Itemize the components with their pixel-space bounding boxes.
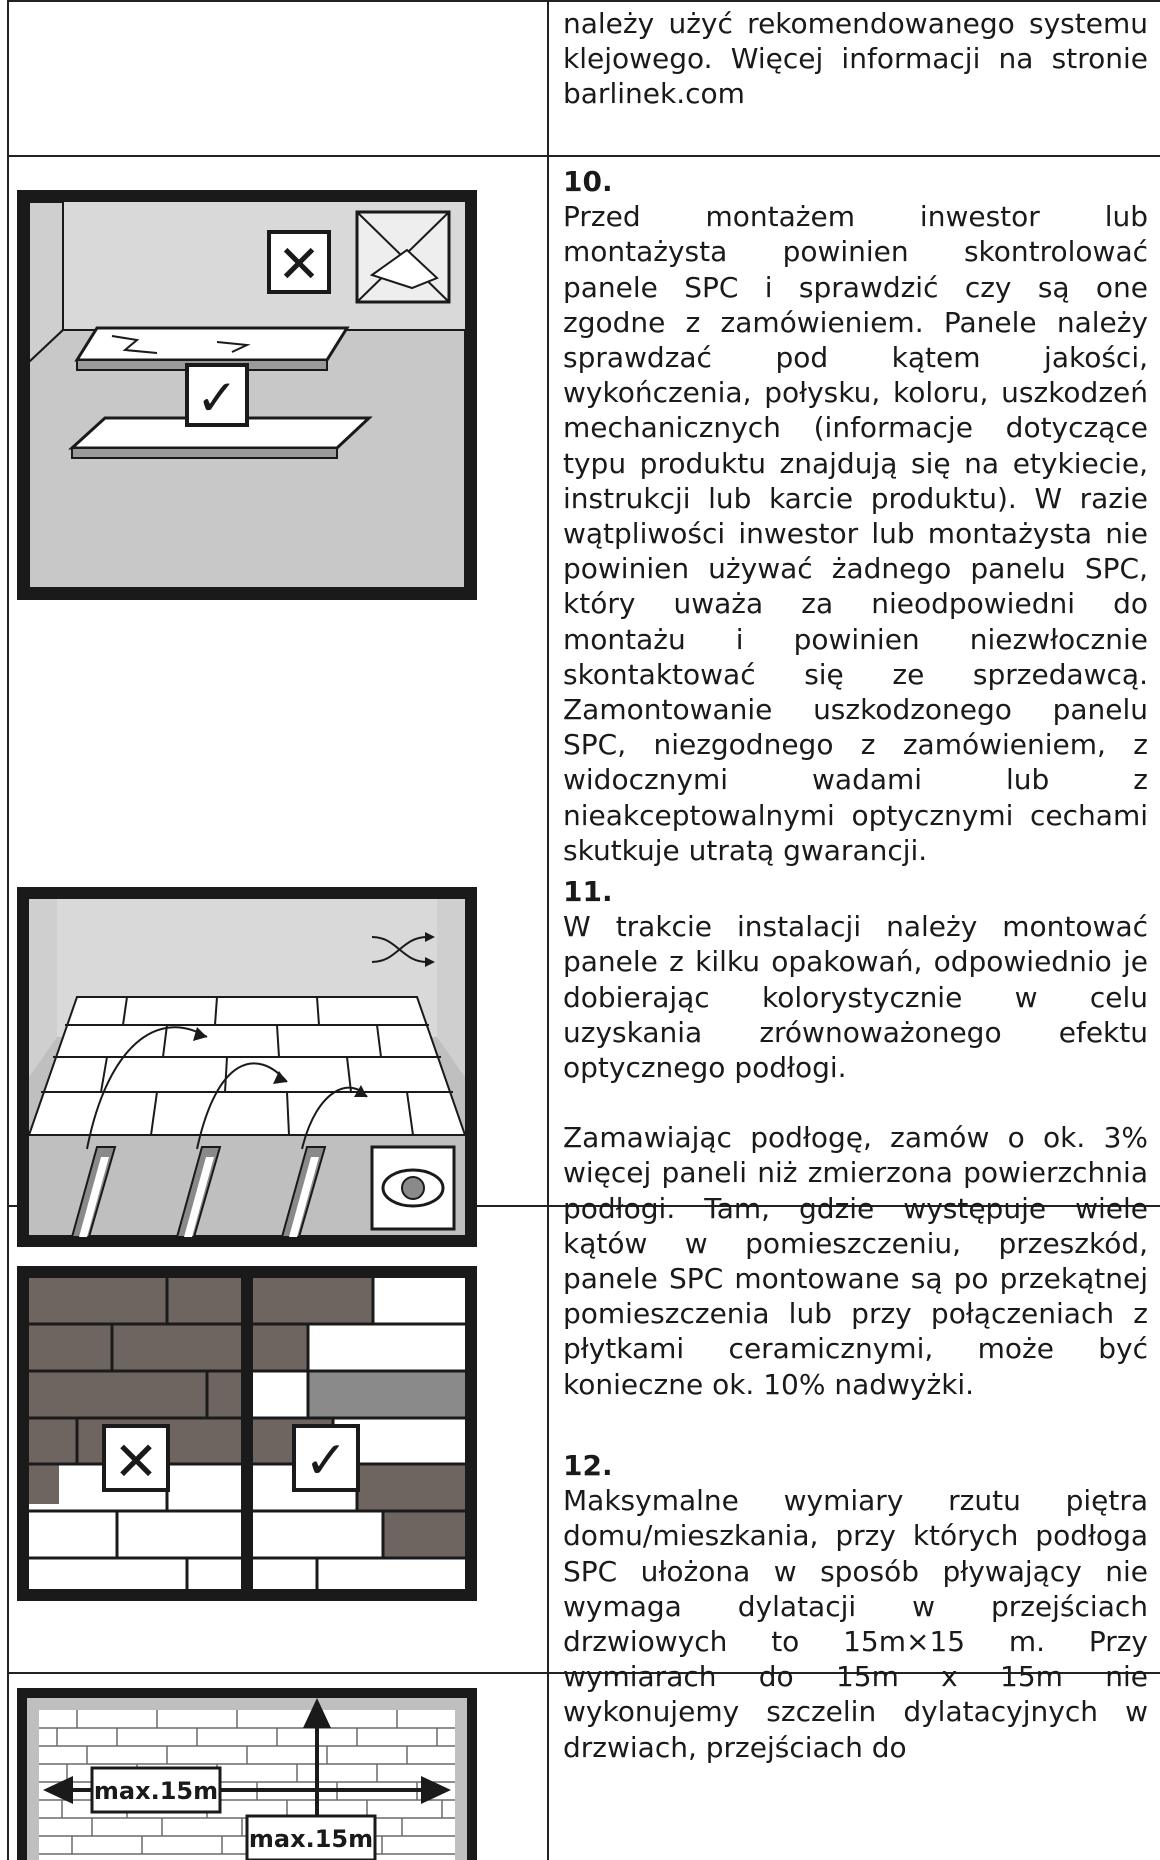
table-row-step-11 [7, 1207, 1160, 1674]
step-10-text: 10. Przed montażem inwestor lub montażys… [563, 164, 1148, 868]
max-dimensions-illustration: max.15m max.15m [17, 1688, 477, 1860]
instruction-table: należy użyć rekomendowanego systemu klej… [7, 0, 1160, 1860]
wrong-mark-icon: ✕ [277, 235, 321, 295]
step-number: 10. [563, 165, 613, 198]
table-row-step-10 [7, 157, 1160, 1207]
paragraph: W trakcie instalacji należy montować pan… [563, 910, 1148, 1085]
paragraph: należy użyć rekomendowanego systemu klej… [563, 7, 1148, 111]
paragraph: Maksymalne wymiary rzutu piętra domu/mie… [563, 1484, 1148, 1764]
table-left-border [7, 0, 9, 1860]
paragraph: Przed montażem inwestor lub montażysta p… [563, 200, 1148, 867]
right-mark-icon: ✓ [196, 369, 238, 427]
step-number: 11. [563, 875, 613, 908]
color-pattern-comparison-illustration: ✕ ✓ [17, 1266, 477, 1601]
step-number: 12. [563, 1449, 613, 1482]
wrong-mark-icon: ✕ [113, 1430, 158, 1493]
step-11-text: 11. W trakcie instalacji należy montować… [563, 874, 1148, 1402]
dimension-label-vertical: max.15m [249, 1825, 373, 1853]
table-row-continuation [7, 0, 1160, 157]
panel-inspection-illustration: ✕ ✓ [17, 190, 477, 600]
paragraph: Zamawiając podłogę, zamów o ok. 3% więce… [563, 1121, 1148, 1401]
step-continuation-text: należy użyć rekomendowanego systemu klej… [563, 6, 1148, 112]
table-top-border [7, 0, 1160, 2]
dimension-label-horizontal: max.15m [94, 1777, 218, 1805]
column-divider [547, 0, 549, 1860]
mix-packages-illustration [17, 887, 477, 1247]
right-mark-icon: ✓ [304, 1431, 348, 1491]
step-12-text: 12. Maksymalne wymiary rzutu piętra domu… [563, 1448, 1148, 1765]
